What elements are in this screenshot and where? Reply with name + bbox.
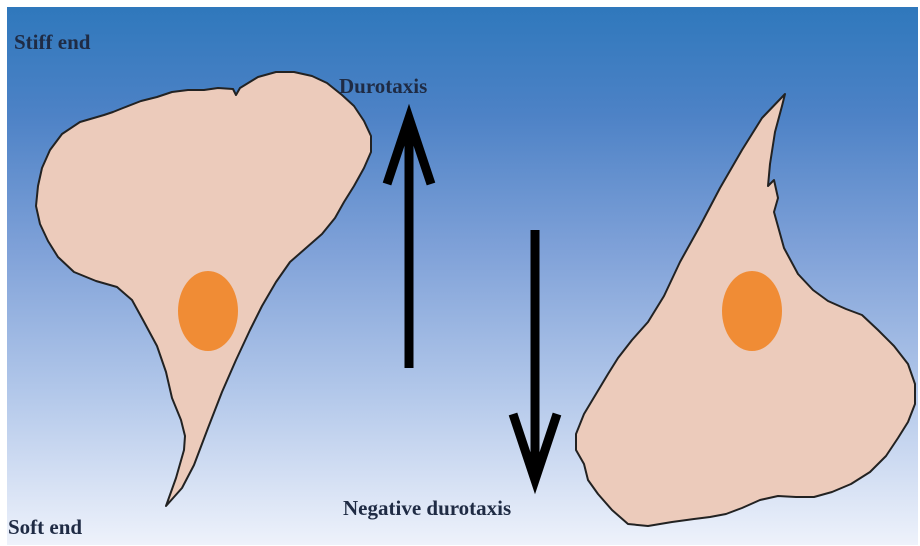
soft-end-label: Soft end [8,515,82,540]
nucleus-negative-durotaxis [722,271,782,351]
stiff-end-label: Stiff end [14,30,90,55]
durotaxis-label: Durotaxis [339,74,427,99]
nucleus-durotaxis [178,271,238,351]
negative-durotaxis-arrow [513,230,557,480]
negative-durotaxis-label: Negative durotaxis [343,496,511,521]
durotaxis-arrow [387,118,431,368]
